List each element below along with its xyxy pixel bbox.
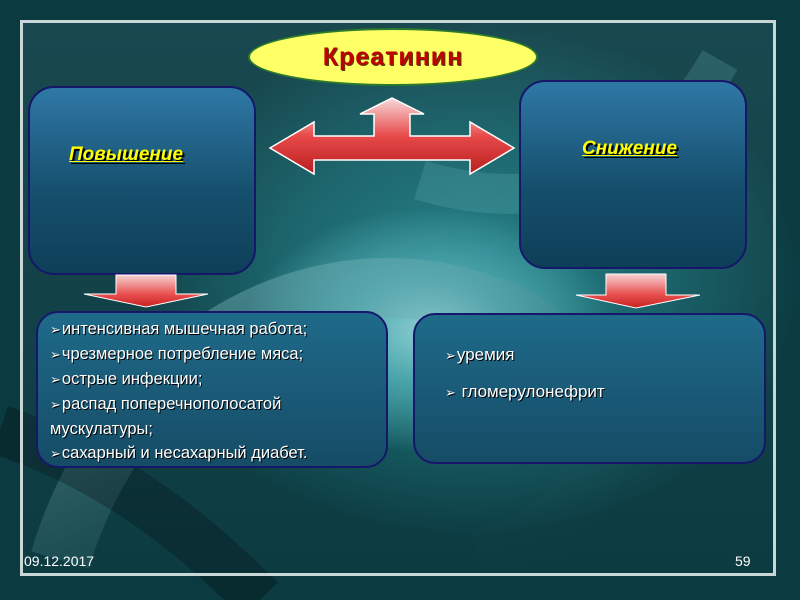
increase-box xyxy=(28,86,256,275)
increase-causes-list: ➢интенсивная мышечная работа; ➢чрезмерно… xyxy=(50,317,384,466)
list-item: ➢чрезмерное потребление мяса; xyxy=(50,342,384,367)
arrowhead-bullet-icon: ➢ xyxy=(50,322,61,337)
title-oval: Креатинин xyxy=(248,28,538,86)
down-arrow-left-icon xyxy=(83,274,209,308)
arrowhead-bullet-icon: ➢ xyxy=(50,347,61,362)
arrowhead-bullet-icon: ➢ xyxy=(50,372,61,387)
slide-title: Креатинин xyxy=(322,42,464,71)
list-item: ➢уремия xyxy=(445,337,755,374)
three-way-arrow-icon xyxy=(268,97,516,176)
arrowhead-bullet-icon: ➢ xyxy=(50,397,61,412)
list-item: ➢ гломерулонефрит xyxy=(445,374,755,411)
page-number: 59 xyxy=(735,553,751,569)
decrease-causes-box xyxy=(413,313,766,464)
list-item: ➢интенсивная мышечная работа; xyxy=(50,317,384,342)
footer-date: 09.12.2017 xyxy=(24,553,95,569)
decrease-heading: Снижение xyxy=(582,138,678,159)
increase-causes-box xyxy=(36,311,388,468)
list-item: ➢распад поперечнополосатой мускулатуры; xyxy=(50,395,282,438)
list-item: ➢сахарный и несахарный диабет. xyxy=(50,441,384,466)
increase-heading: Повышение xyxy=(69,144,184,165)
decrease-box xyxy=(519,80,747,269)
arrowhead-bullet-icon: ➢ xyxy=(445,385,456,400)
decrease-causes-list: ➢уремия ➢ гломерулонефрит xyxy=(445,337,755,411)
down-arrow-right-icon xyxy=(575,273,701,309)
arrowhead-bullet-icon: ➢ xyxy=(50,446,61,461)
arrowhead-bullet-icon: ➢ xyxy=(445,348,456,363)
list-item: ➢острые инфекции; xyxy=(50,367,384,392)
